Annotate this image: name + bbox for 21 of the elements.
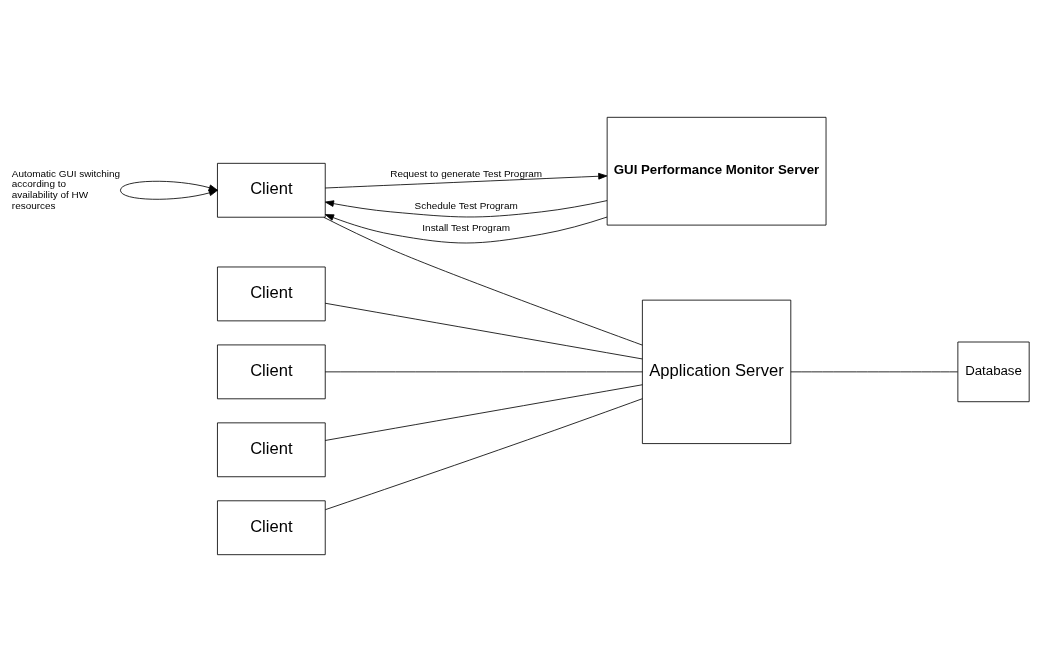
arrow <box>324 199 608 217</box>
connector <box>324 383 643 441</box>
arrow <box>324 213 608 243</box>
edge-label: Request to generate Test Program <box>390 167 543 179</box>
connector <box>790 370 959 372</box>
connector <box>324 302 643 359</box>
connector <box>324 370 643 372</box>
edge-label: Schedule Test Program <box>414 199 518 211</box>
node-box: Client <box>217 344 326 399</box>
edge-label: Install Test Program <box>422 221 511 233</box>
node-box: Application Server <box>641 299 792 444</box>
edge-label: Automatic GUI switching according to availability of HW resources <box>11 167 121 211</box>
node-box: GUI Performance Monitor Server <box>606 116 827 225</box>
node-box: Client <box>217 421 326 477</box>
node-box: Client <box>217 266 326 321</box>
connector <box>323 216 643 345</box>
node-box: Client <box>217 499 326 555</box>
arrow <box>324 172 608 188</box>
node-box: Client <box>217 162 326 218</box>
node-box: Database <box>957 341 1030 402</box>
connector <box>325 397 643 510</box>
